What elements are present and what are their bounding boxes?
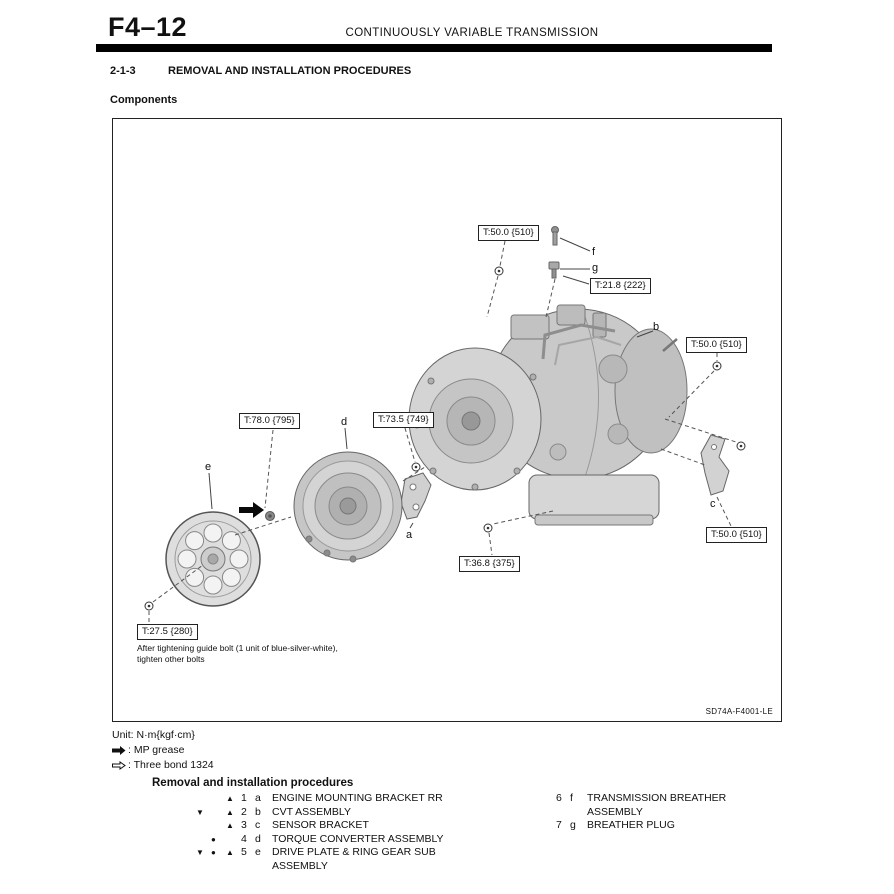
transmission-assembly — [408, 304, 688, 526]
part-label-f: f — [592, 246, 596, 258]
legend-symbol: ▼ — [196, 807, 204, 817]
sensor-bracket — [700, 434, 730, 496]
torque-callout-sensor-bracket: T:50.0 {510} — [706, 527, 767, 543]
torque-callout-top: T:50.0 {510} — [478, 225, 539, 241]
legend-letter: b — [255, 805, 261, 818]
figure-id: SD74A-F4001-LE — [705, 707, 773, 716]
legend-symbol: ▼ — [196, 848, 204, 857]
legend-part-name: BREATHER PLUG — [587, 819, 675, 831]
bolt-icon — [411, 462, 421, 472]
breather-plug — [548, 261, 560, 279]
legend-item-4: ● 4 d TORQUE CONVERTER ASSEMBLY — [196, 833, 486, 847]
section-title: REMOVAL AND INSTALLATION PROCEDURES — [168, 65, 412, 77]
legend-letter: d — [255, 832, 261, 845]
header-title: CONTINUOUSLY VARIABLE TRANSMISSION — [345, 27, 599, 39]
bolt-icon — [144, 601, 154, 611]
torque-callout-converter: T:78.0 {795} — [239, 413, 300, 429]
legend-number: 1 — [241, 792, 247, 804]
part-label-b: b — [653, 321, 660, 333]
solid-arrow-icon — [112, 746, 126, 755]
bolt-icon — [494, 266, 504, 276]
bolt-icon — [483, 523, 493, 533]
legend-symbol: ▲ — [226, 794, 234, 803]
legend-symbol: ● — [211, 848, 216, 857]
bolt-icon — [712, 361, 722, 371]
legend-item-7: 7 g BREATHER PLUG — [556, 819, 786, 833]
legend-part-name: CVT ASSEMBLY — [272, 805, 351, 818]
outline-arrow-icon — [112, 761, 126, 770]
unit-note: Unit: N·m{kgf·cm} — [112, 729, 195, 741]
legend-part-name: SENSOR BRACKET — [272, 819, 369, 831]
part-label-g: g — [592, 262, 599, 274]
legend-letter: f — [570, 792, 573, 804]
three-bond-label: : Three bond 1324 — [128, 759, 214, 771]
section-number: 2-1-3 — [110, 65, 136, 77]
mp-grease-note: : MP grease — [112, 744, 184, 757]
torque-callout-drive-plate: T:27.5 {280} — [137, 624, 198, 640]
legend-symbol: ▲ — [226, 807, 234, 817]
legend-symbol: ▲ — [226, 821, 234, 830]
page-number: F4–12 — [108, 12, 188, 42]
legend-item-5: ▼ ● ▲ 5 e DRIVE PLATE & RING GEAR SUB AS… — [196, 846, 486, 873]
leader-lines — [148, 240, 737, 623]
three-bond-note: : Three bond 1324 — [112, 759, 214, 772]
legend-number: 4 — [241, 832, 247, 845]
legend-item-3: ▲ 3 c SENSOR BRACKET — [196, 819, 486, 833]
legend-number: 7 — [556, 819, 562, 831]
legend-number: 3 — [241, 819, 247, 831]
figure-note-line2: tighten other bolts — [137, 654, 205, 664]
label-lines — [208, 237, 654, 529]
legend-part-name: TRANSMISSION BREATHER ASSEMBLY — [587, 792, 727, 818]
drive-plate — [165, 511, 261, 607]
oil-pan — [528, 474, 660, 520]
section-heading: 2-1-3 REMOVAL AND INSTALLATION PROCEDURES — [110, 65, 411, 77]
components-diagram — [144, 226, 746, 623]
legend-symbol: ▲ — [226, 848, 234, 857]
stud-bolt — [662, 338, 678, 352]
part-label-a: a — [406, 529, 413, 541]
components-label: Components — [110, 94, 178, 106]
torque-converter — [293, 451, 403, 563]
breather-assembly — [551, 226, 559, 246]
torque-callout-bracket: T:73.5 {749} — [373, 412, 434, 428]
legend-item-6: 6 f TRANSMISSION BREATHER ASSEMBLY — [556, 792, 786, 819]
legend-column-left: ▲ 1 a ENGINE MOUNTING BRACKET RR ▼ ▲ 2 b… — [196, 792, 486, 873]
legend-item-1: ▲ 1 a ENGINE MOUNTING BRACKET RR — [196, 792, 486, 806]
part-label-e: e — [205, 461, 212, 473]
torque-callout-upper-right: T:50.0 {510} — [686, 337, 747, 353]
figure-note: After tightening guide bolt (1 unit of b… — [137, 643, 338, 665]
legend-letter: e — [255, 846, 261, 858]
components-figure: T:50.0 {510} T:21.8 {222} T:50.0 {510} T… — [112, 118, 782, 722]
legend-part-name: DRIVE PLATE & RING GEAR SUB ASSEMBLY — [272, 846, 436, 872]
torque-callout-oil-pan: T:36.8 {375} — [459, 556, 520, 572]
torque-callout-breather: T:21.8 {222} — [590, 278, 651, 294]
grease-arrow-and-guide-bolt — [239, 502, 275, 521]
figure-note-line1: After tightening guide bolt (1 unit of b… — [137, 643, 338, 653]
mp-grease-arrow-icon — [239, 502, 264, 518]
bolt-symbols — [144, 266, 746, 611]
legend-item-2: ▼ ▲ 2 b CVT ASSEMBLY — [196, 806, 486, 820]
legend-letter: a — [255, 792, 261, 804]
bolt-icon — [736, 441, 746, 451]
legend-letter: g — [570, 819, 576, 831]
header-rule — [96, 44, 772, 52]
legend-title: Removal and installation procedures — [152, 777, 354, 789]
mp-grease-label: : MP grease — [128, 744, 185, 756]
legend-part-name: TORQUE CONVERTER ASSEMBLY — [272, 832, 444, 845]
legend-column-right: 6 f TRANSMISSION BREATHER ASSEMBLY 7 g B… — [556, 792, 786, 833]
part-label-c: c — [710, 498, 716, 510]
legend-number: 5 — [241, 846, 247, 858]
part-label-d: d — [341, 416, 348, 428]
legend-letter: c — [255, 819, 261, 831]
legend-number: 6 — [556, 792, 562, 804]
legend-number: 2 — [241, 805, 247, 818]
legend-symbol: ● — [211, 834, 216, 844]
legend-part-name: ENGINE MOUNTING BRACKET RR — [272, 792, 443, 804]
